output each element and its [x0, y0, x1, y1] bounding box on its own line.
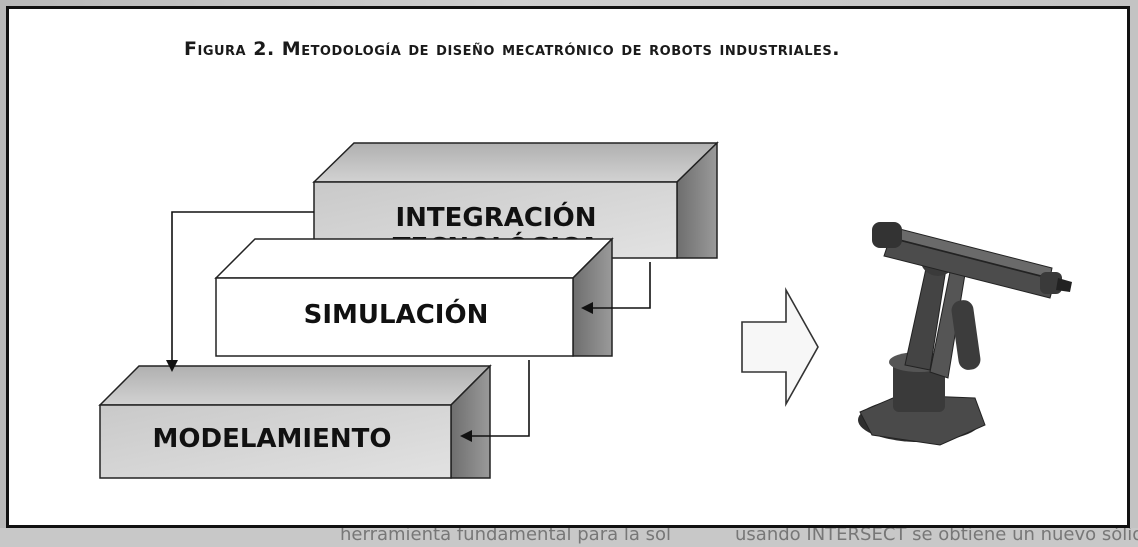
modelamiento-label: MODELAMIENTO [153, 424, 392, 454]
modelamiento-box-top [98, 365, 492, 406]
industrial-robot-arm-icon [858, 222, 1072, 446]
robot-upper-arm [883, 237, 1056, 299]
modelamiento-box: MODELAMIENTO [98, 364, 492, 479]
connector-integracion-to-simulacion [581, 262, 651, 314]
integracion-label-line1: INTEGRACIÓN [395, 201, 596, 233]
figure-caption: Figura 2. Metodología de diseño mecatrón… [184, 38, 840, 60]
modelamiento-box-front [99, 404, 452, 479]
background-text-center: herramienta fundamental para la sol [340, 528, 672, 545]
right-arrow-icon [741, 286, 819, 408]
background-text-right: usando INTERSECT se obtiene un nuevo sól… [735, 528, 1138, 545]
feedback-arrow-integracion-to-modelamiento [166, 211, 314, 372]
integracion-box-top [312, 142, 719, 183]
background-page-text: herramienta fundamental para la sol usan… [0, 528, 1138, 547]
simulacion-box: SIMULACIÓN [214, 237, 614, 357]
simulacion-box-front [215, 277, 574, 357]
robot-counterweight [951, 300, 981, 370]
simulacion-box-top [214, 238, 614, 279]
robot-end-effector [1056, 278, 1072, 292]
simulacion-label: SIMULACIÓN [304, 298, 489, 330]
robot-rear-cap [872, 222, 902, 248]
connector-simulacion-to-modelamiento [460, 360, 530, 442]
